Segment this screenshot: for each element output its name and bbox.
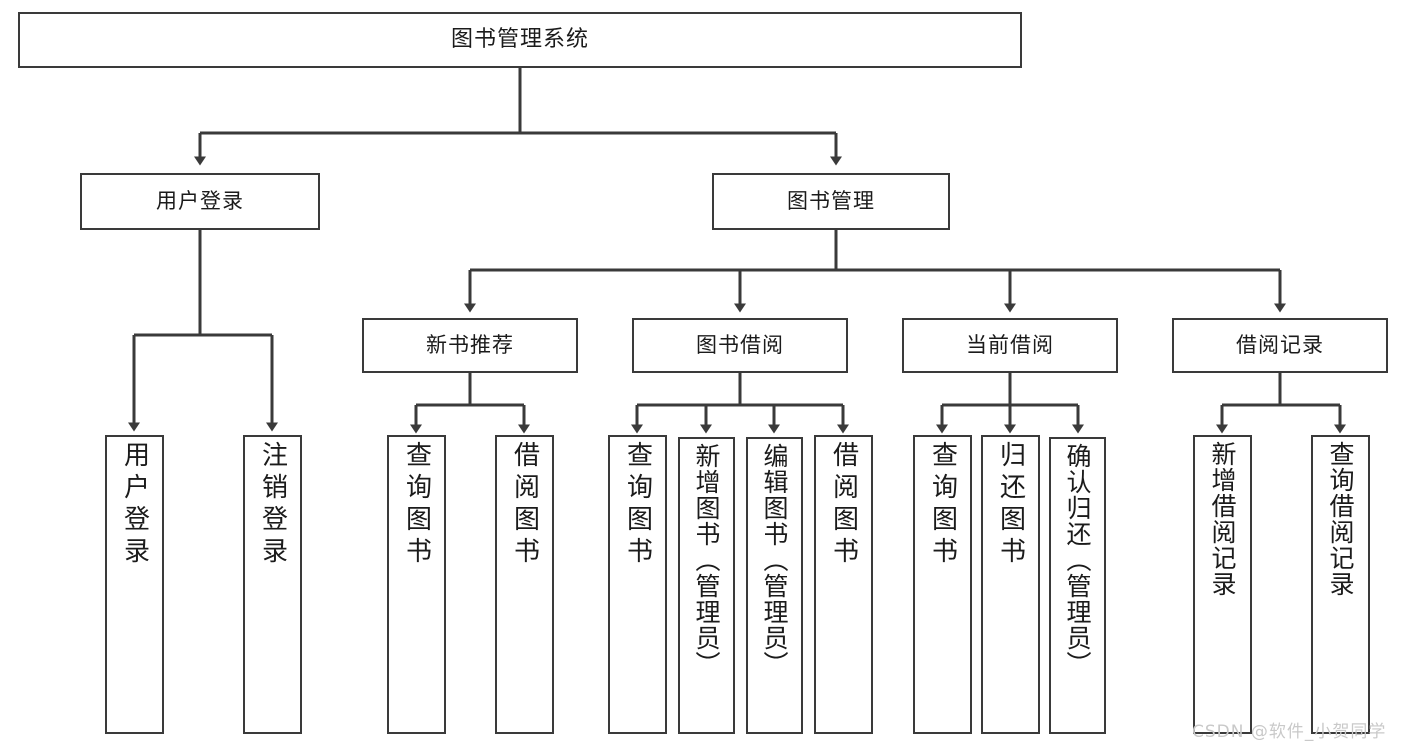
node-book-borrow[interactable]: 图书借阅 — [632, 318, 848, 373]
node-label: 新书推荐 — [426, 332, 514, 357]
node-label: 新增借阅记录 — [1208, 441, 1237, 597]
node-label: 图书借阅 — [696, 332, 784, 357]
node-label: 查询借阅记录 — [1326, 441, 1355, 597]
node-book-management[interactable]: 图书管理 — [712, 173, 950, 230]
leaf-book-borrow-borrow-book[interactable]: 借阅图书 — [814, 435, 873, 734]
node-label: 图书管理 — [787, 188, 875, 213]
leaf-current-borrow-query-book[interactable]: 查询图书 — [913, 435, 972, 734]
leaf-book-borrow-add-book-admin[interactable]: 新增图书（管理员） — [678, 437, 735, 734]
node-label: 当前借阅 — [966, 332, 1054, 357]
node-label: 注销登录 — [257, 441, 288, 569]
node-label: 查询图书 — [401, 441, 432, 569]
node-label: 借阅记录 — [1236, 332, 1324, 357]
leaf-current-borrow-confirm-return-admin[interactable]: 确认归还（管理员） — [1049, 437, 1106, 734]
leaf-new-book-borrow-book[interactable]: 借阅图书 — [495, 435, 554, 734]
leaf-book-borrow-edit-book-admin[interactable]: 编辑图书（管理员） — [746, 437, 803, 734]
node-label: 用户登录 — [156, 188, 244, 213]
node-label: 归还图书 — [995, 441, 1026, 569]
node-borrow-record[interactable]: 借阅记录 — [1172, 318, 1388, 373]
leaf-borrow-record-query-record[interactable]: 查询借阅记录 — [1311, 435, 1370, 734]
node-label: 查询图书 — [927, 441, 958, 569]
leaf-current-borrow-return-book[interactable]: 归还图书 — [981, 435, 1040, 734]
leaf-book-borrow-query-book[interactable]: 查询图书 — [608, 435, 667, 734]
node-label: 用户登录 — [119, 441, 150, 569]
leaf-new-book-query-book[interactable]: 查询图书 — [387, 435, 446, 734]
leaf-user-login-logout[interactable]: 注销登录 — [243, 435, 302, 734]
watermark-csdn: CSDN @软件_小贺同学 — [1192, 722, 1387, 742]
leaf-borrow-record-add-record[interactable]: 新增借阅记录 — [1193, 435, 1252, 734]
node-label: 借阅图书 — [509, 441, 540, 569]
node-user-login[interactable]: 用户登录 — [80, 173, 320, 230]
node-current-borrow[interactable]: 当前借阅 — [902, 318, 1118, 373]
node-label: 借阅图书 — [828, 441, 859, 569]
node-root-book-management-system[interactable]: 图书管理系统 — [18, 12, 1022, 68]
node-new-book-recommend[interactable]: 新书推荐 — [362, 318, 578, 373]
leaf-user-login-login[interactable]: 用户登录 — [105, 435, 164, 734]
node-label: 编辑图书（管理员） — [760, 443, 789, 677]
node-label: 图书管理系统 — [450, 26, 589, 52]
node-label: 新增图书（管理员） — [692, 443, 721, 677]
node-label: 确认归还（管理员） — [1063, 443, 1092, 677]
node-label: 查询图书 — [622, 441, 653, 569]
